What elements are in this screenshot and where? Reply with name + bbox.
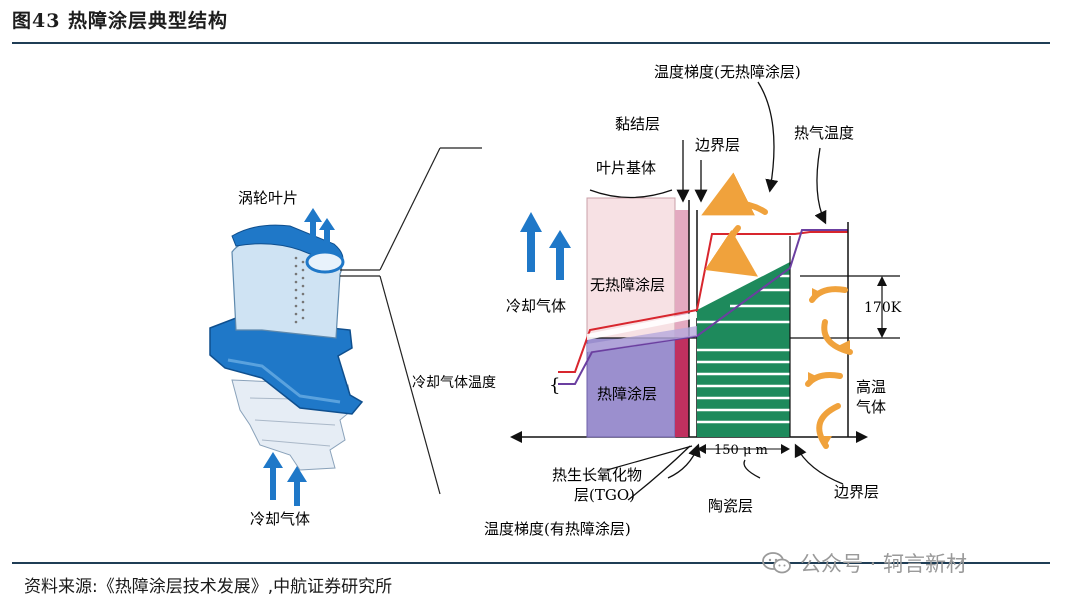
source-note: 资料来源:《热障涂层技术发展》,中航证券研究所	[24, 577, 393, 597]
label-gradient-no-tbc: 温度梯度(无热障涂层)	[654, 63, 801, 81]
watermark-text: 公众号 · 轲言新材	[800, 552, 968, 576]
cooling-arrow-up-2	[319, 218, 335, 252]
label-hot-gas-temp: 热气温度	[794, 124, 854, 142]
label-hot-gas-2: 气体	[856, 398, 886, 416]
label-bond-coat: 黏结层	[615, 115, 660, 133]
bond-coat-lower	[675, 338, 689, 437]
tbc-region	[586, 337, 676, 438]
wechat-icon	[762, 552, 791, 574]
bracket-cooling-gas-temp: {	[549, 375, 560, 396]
bond-coat-upper	[675, 210, 689, 338]
label-thickness: 150 μ m	[714, 443, 768, 458]
bottom-rule	[12, 562, 1050, 564]
label-boundary-layer-top: 边界层	[695, 136, 740, 154]
cooling-arrow-bottom-1	[263, 452, 283, 500]
label-ceramic-layer: 陶瓷层	[708, 497, 753, 515]
label-delta-k: 170K	[864, 300, 902, 316]
cooling-arrow-bottom-2	[287, 466, 307, 506]
turbine-blade-illustration	[209, 208, 364, 506]
gradient-line-no-tbc	[558, 231, 848, 373]
label-tgo-2: 层(TGO)	[574, 486, 635, 504]
blade-platform	[209, 317, 364, 415]
axis-arrow-left	[510, 431, 522, 443]
label-no-tbc: 无热障涂层	[590, 276, 665, 294]
label-gradient-with-tbc: 温度梯度(有热障涂层)	[484, 520, 631, 538]
watermark: 公众号 · 轲言新材	[762, 548, 967, 578]
figure-title: 图43 热障涂层典型结构	[12, 10, 229, 32]
label-cooling-gas-temp: 冷却气体温度	[412, 375, 496, 391]
label-cooling-gas-mid: 冷却气体	[506, 297, 566, 315]
label-blade-substrate: 叶片基体	[596, 159, 656, 177]
cooling-arrow-up-1	[304, 208, 322, 250]
label-turbine-blade: 涡轮叶片	[238, 189, 298, 207]
top-rule	[12, 42, 1050, 44]
cooling-arrow-mid-2	[549, 230, 571, 280]
label-boundary-layer-bottom: 边界层	[834, 483, 879, 501]
ceramic-layer	[697, 262, 790, 437]
cooling-arrow-mid-1	[520, 212, 542, 272]
zoom-lines	[340, 147, 482, 495]
label-hot-gas-1: 高温	[856, 378, 886, 396]
label-cooling-gas-left: 冷却气体	[250, 510, 310, 528]
label-tgo-1: 热生长氧化物	[552, 466, 642, 484]
label-tbc: 热障涂层	[597, 385, 657, 403]
axis-arrow-right	[856, 431, 868, 443]
